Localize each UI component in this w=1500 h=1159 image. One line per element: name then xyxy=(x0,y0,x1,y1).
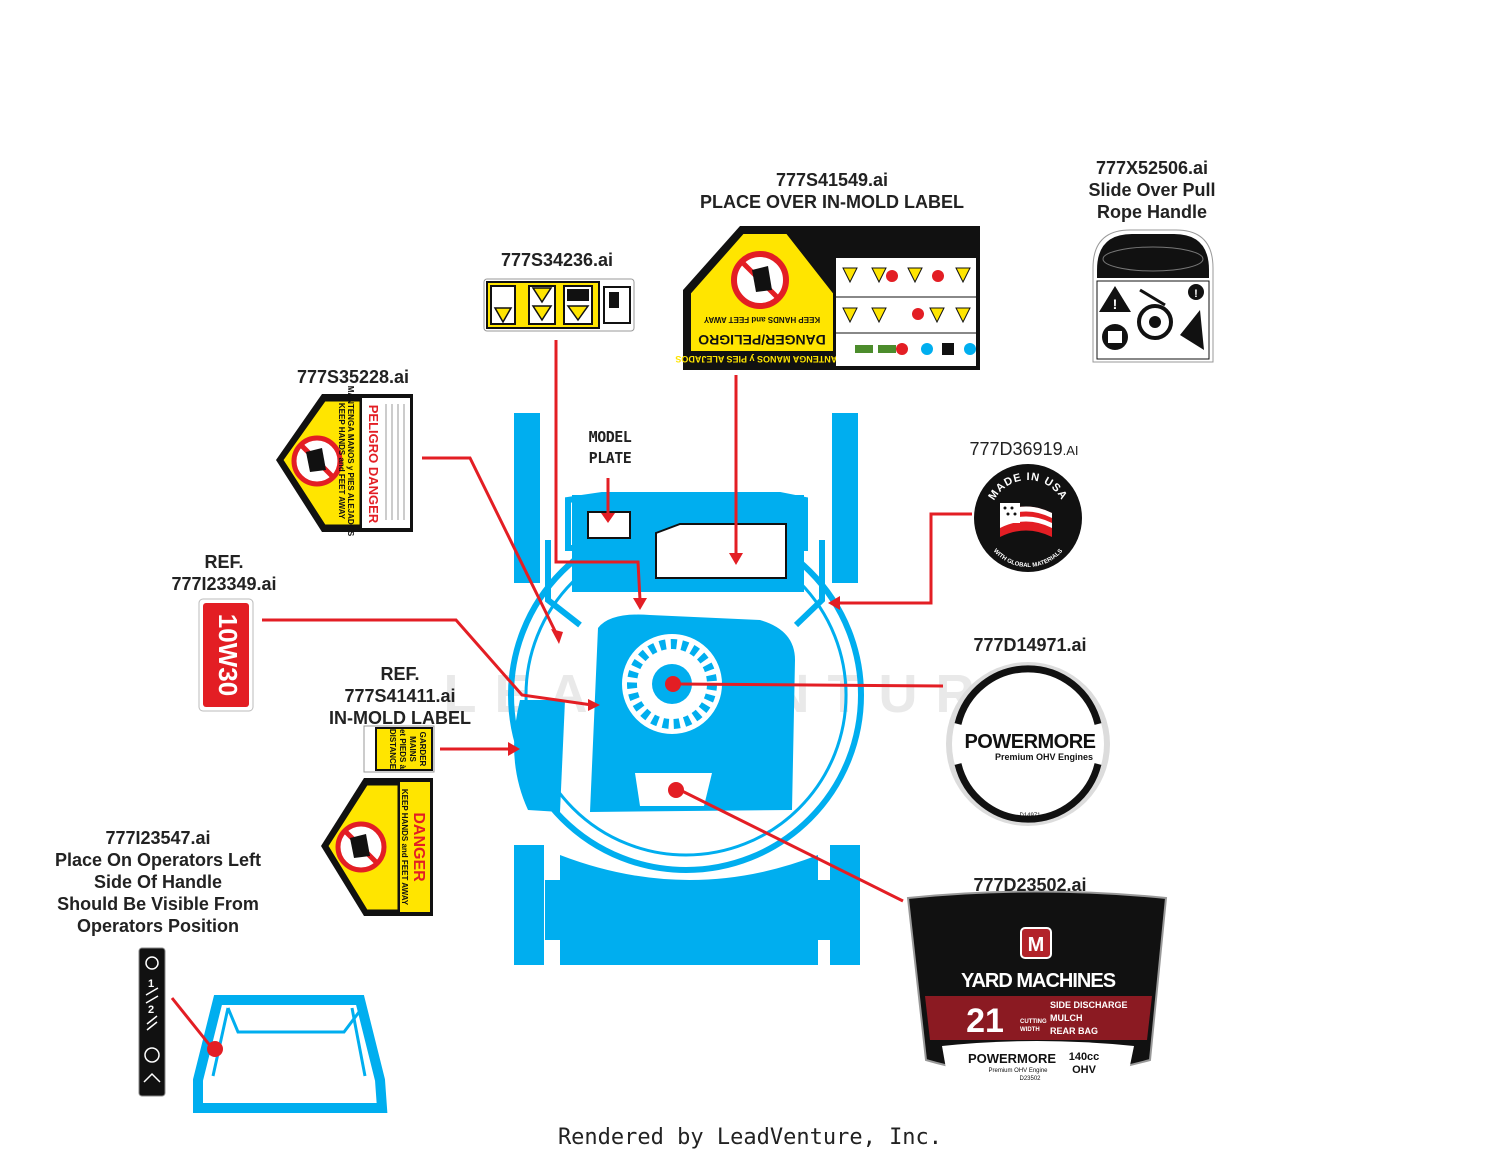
inmold-french2: MAINS xyxy=(408,736,417,762)
decal-777s41411: GARDER MAINS et PIEDS à DISTANCE DANGER … xyxy=(321,725,435,916)
powermore-sub: Premium OHV Engines xyxy=(995,752,1093,762)
ym-opt1: SIDE DISCHARGE xyxy=(1050,1000,1128,1010)
placement-note: PLACE OVER IN-MOLD LABEL xyxy=(700,192,964,212)
part-number: 777X52506.ai xyxy=(1095,158,1209,178)
placement-note-3: Should Be Visible From xyxy=(57,894,259,914)
model-plate-label: MODEL PLATE xyxy=(560,427,660,469)
model-plate-line-2: PLATE xyxy=(588,449,632,467)
callout-arrowheads xyxy=(207,513,840,1057)
danger-large-title: DANGER/PELIGRO xyxy=(698,332,826,348)
part-number: 777S35228.ai xyxy=(296,367,410,387)
inmold-french1: GARDER xyxy=(418,732,427,767)
decal-777x52506: ! ! xyxy=(1092,229,1214,363)
ym-cutting1: CUTTING xyxy=(1020,1019,1047,1025)
part-number: 777D14971.ai xyxy=(973,635,1087,655)
caption-777s41549: 777S41549.ai PLACE OVER IN-MOLD LABEL xyxy=(672,169,992,213)
part-number: 777S41411.ai xyxy=(344,686,456,706)
decal-777d14971: POWERMORE Premium OHV Engines D14971 xyxy=(946,662,1110,826)
usa-top-text: MADE IN USA xyxy=(986,471,1068,502)
ym-cc: 140cc xyxy=(1069,1051,1100,1063)
ym-code: D23502 xyxy=(1019,1076,1041,1082)
svg-text:M: M xyxy=(1028,934,1045,956)
powermore-code: D14971 xyxy=(1019,813,1041,819)
danger-inmold-title: DANGER xyxy=(410,812,427,882)
decal-777d23502: M YARD MACHINES 21 CUTTING WIDTH SIDE DI… xyxy=(906,890,1168,1086)
footer-credit: Rendered by LeadVenture, Inc. xyxy=(557,1125,943,1150)
ym-engine-sub: Premium OHV Engine xyxy=(988,1068,1048,1074)
callout-lines xyxy=(170,340,972,1049)
caption-777s34236: 777S34236.ai xyxy=(477,249,637,271)
part-number: 777D36919 xyxy=(969,439,1063,459)
ym-opt2: MULCH xyxy=(1050,1013,1083,1023)
part-number: 777D23502.ai xyxy=(973,875,1087,895)
ym-size: 21 xyxy=(966,1002,1004,1040)
placement-note-1: Slide Over Pull xyxy=(1088,180,1216,200)
placement-note-4: Operators Position xyxy=(76,916,240,936)
oil-grade: 10W30 xyxy=(213,614,243,696)
caption-777s35228: 777S35228.ai xyxy=(273,366,433,388)
inmold-french4: DISTANCE xyxy=(388,729,397,770)
mower-drawing xyxy=(508,413,864,965)
part-number: 777I23349.ai xyxy=(171,574,277,594)
ym-opt3: REAR BAG xyxy=(1050,1026,1098,1036)
yard-machines-brand: YARD MACHINES xyxy=(961,970,1116,992)
danger-large-sub: KEEP HANDS and FEET AWAY xyxy=(703,315,820,324)
svg-text:!: ! xyxy=(1194,288,1198,300)
decal-777i23349: 10W30 xyxy=(198,598,254,712)
ym-ohv: OHV xyxy=(1072,1064,1097,1076)
svg-text:1: 1 xyxy=(148,978,154,990)
svg-text:MADE IN USA: MADE IN USA xyxy=(986,471,1069,502)
usa-bottom-text: WITH GLOBAL MATERIALS xyxy=(992,548,1064,569)
svg-text:WITH GLOBAL MATERIALS: WITH GLOBAL MATERIALS xyxy=(992,548,1064,569)
placement-note-2: Rope Handle xyxy=(1096,202,1207,222)
decal-777d36919 xyxy=(974,464,1082,572)
decal-777s41549: KEEP HANDS and FEET AWAY DANGER/PELIGRO … xyxy=(675,226,980,370)
decal-777s34236 xyxy=(483,278,635,332)
danger-side-sub1: MANTENGA MANOS y PIES ALEJADOS xyxy=(346,386,355,537)
caption-777d14971: 777D14971.ai xyxy=(950,634,1110,656)
model-plate-line-1: MODEL xyxy=(588,428,632,446)
placement-note: IN-MOLD LABEL xyxy=(329,708,471,728)
ref-label: REF. xyxy=(380,664,420,684)
danger-side-sub2: KEEP HANDS and FEET AWAY xyxy=(337,403,346,520)
caption-777x52506: 777X52506.ai Slide Over Pull Rope Handle xyxy=(1052,157,1252,223)
svg-text:2: 2 xyxy=(148,1004,154,1016)
caption-777i23349: REF. 777I23349.ai xyxy=(144,551,304,595)
part-number: 777S41549.ai xyxy=(775,170,889,190)
powermore-brand: POWERMORE xyxy=(964,731,1095,753)
placement-note-1: Place On Operators Left xyxy=(54,850,262,870)
svg-text:!: ! xyxy=(1113,296,1118,312)
caption-777i23547: 777I23547.ai Place On Operators Left Sid… xyxy=(38,827,278,937)
decal-777i23547: 1 2 xyxy=(138,947,166,1097)
danger-side-title: PELIGRO DANGER xyxy=(366,405,381,524)
inmold-french3: et PIEDS à xyxy=(398,729,407,770)
handle-bar-drawing xyxy=(193,995,388,1113)
ym-cutting2: WIDTH xyxy=(1020,1027,1040,1033)
danger-inmold-sub: KEEP HANDS and FEET AWAY xyxy=(400,789,409,906)
danger-large-spanish: MANTENGA MANOS y PIES ALEJADOS xyxy=(675,354,844,364)
caption-777s41411: REF. 777S41411.ai IN-MOLD LABEL xyxy=(300,663,500,729)
part-extension: .AI xyxy=(1062,443,1079,458)
placement-note-2: Side Of Handle xyxy=(93,872,223,892)
caption-777d36919: 777D36919.AI xyxy=(944,438,1104,462)
decal-777s35228: PELIGRO DANGER MANTENGA MANOS y PIES ALE… xyxy=(276,386,413,537)
caption-777d23502: 777D23502.ai xyxy=(950,874,1110,896)
ym-engine: POWERMORE xyxy=(968,1051,1056,1066)
part-number: 777S34236.ai xyxy=(500,250,614,270)
ref-label: REF. xyxy=(204,552,244,572)
part-number: 777I23547.ai xyxy=(105,828,211,848)
